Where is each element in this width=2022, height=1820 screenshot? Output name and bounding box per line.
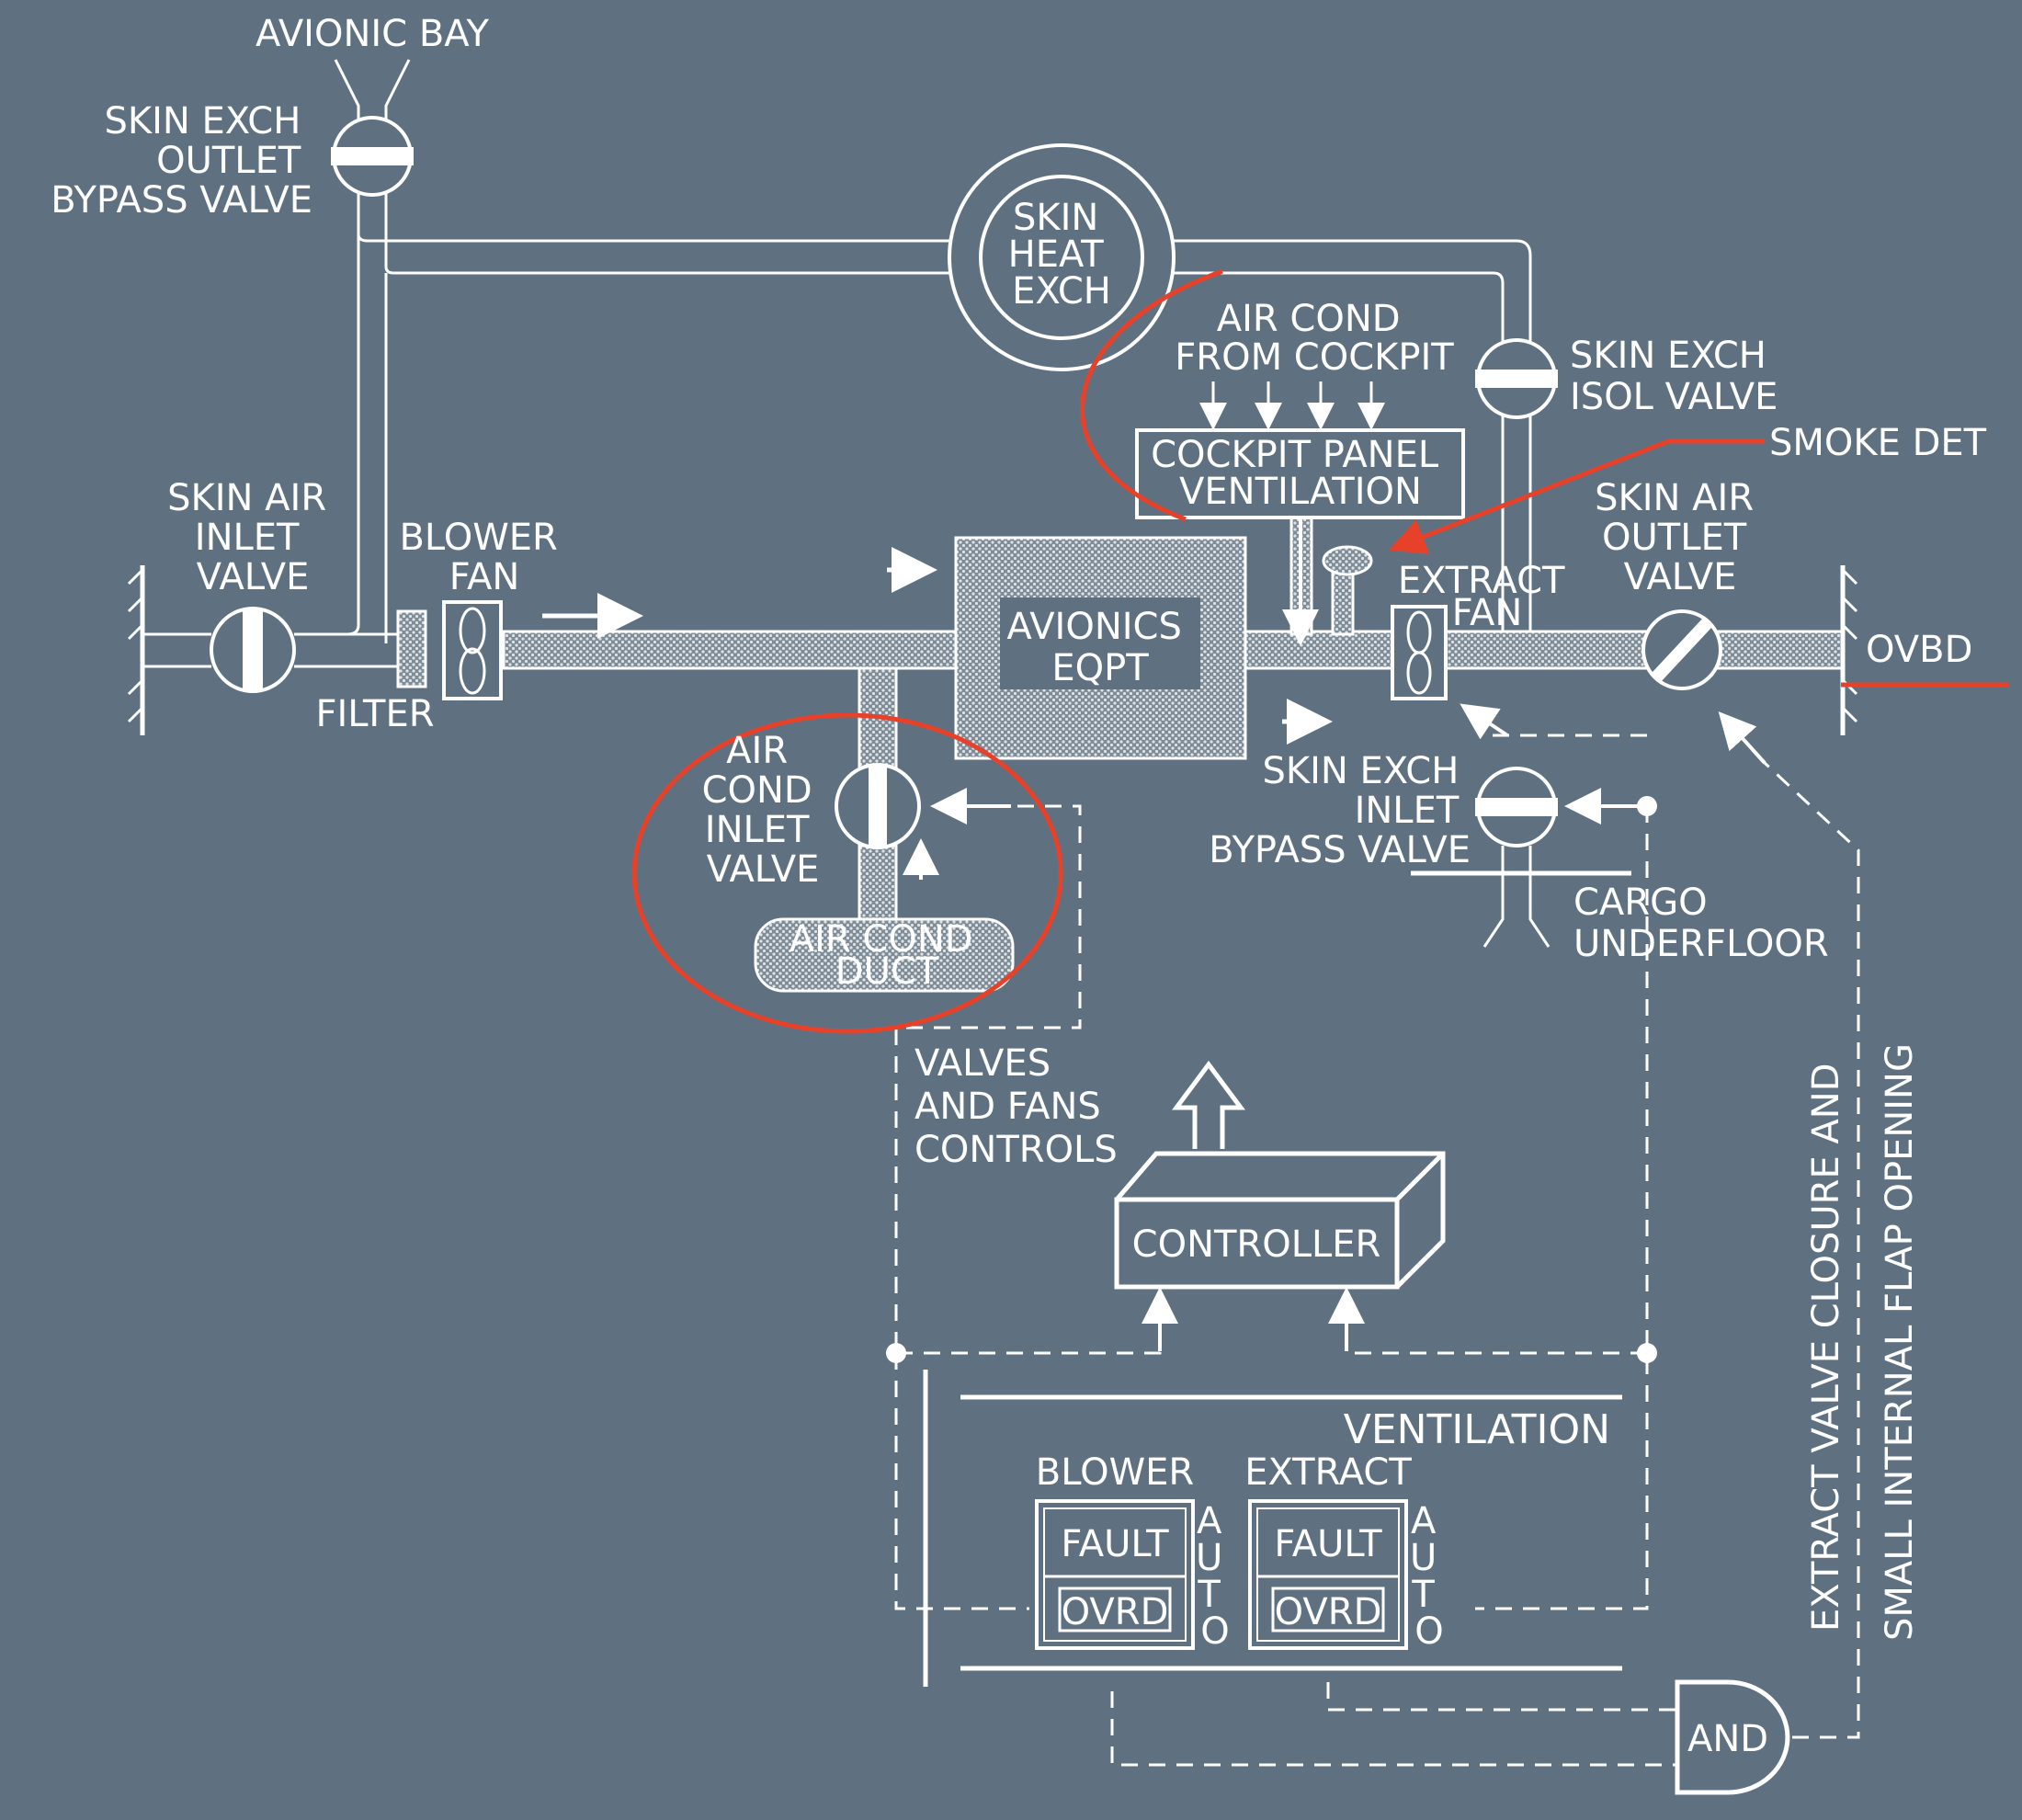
upper-loop-duct bbox=[326, 184, 1532, 643]
avionic-bay-label: AVIONIC BAY bbox=[256, 13, 490, 55]
skin-air-inlet-valve bbox=[210, 607, 296, 693]
ventilation-label: VENTILATION bbox=[1344, 1406, 1610, 1453]
blower-fan-label: BLOWER FAN bbox=[399, 517, 569, 598]
vertical-note-line-2: SMALL INTERNAL FLAP OPENING bbox=[1879, 1043, 1921, 1641]
and-gate bbox=[1675, 1679, 1790, 1795]
vertical-note-line-1: EXTRACT VALVE CLOSURE AND bbox=[1805, 1063, 1847, 1632]
air-cond-inlet-valve bbox=[835, 763, 939, 880]
skin-heat-exch-label: SKIN HEAT EXCH bbox=[1008, 197, 1116, 313]
extract-fan-label: EXTRACT FAN bbox=[1398, 560, 1576, 634]
extract-fault-light: FAULT bbox=[1274, 1523, 1382, 1565]
red-annotations bbox=[631, 268, 2008, 1034]
avionics-eqpt-label: AVIONICS EQPT bbox=[1006, 606, 1193, 689]
controller bbox=[1114, 1060, 1446, 1290]
extract-ovrd-label: OVRD bbox=[1275, 1591, 1382, 1633]
skin-exch-inlet-bypass-label: SKIN EXCH INLET BYPASS VALVE bbox=[1209, 750, 1471, 871]
skin-exch-outlet-bypass-valve bbox=[331, 116, 414, 197]
extract-fan bbox=[1391, 605, 1448, 700]
ventilation-panel bbox=[923, 1370, 1622, 1687]
filter bbox=[396, 609, 427, 688]
blower-auto-label: A U T O bbox=[1196, 1500, 1234, 1653]
skin-exch-outlet-bypass-label: SKIN EXCH OUTLET BYPASS VALVE bbox=[51, 100, 312, 222]
blower-ovrd-label: OVRD bbox=[1062, 1591, 1169, 1633]
air-cond-inlet-label: AIR COND INLET VALVE bbox=[702, 730, 824, 891]
valves-fans-controls-label: VALVES AND FANS CONTROLS bbox=[914, 1042, 1118, 1171]
skin-exch-inlet-bypass-valve bbox=[1411, 767, 1631, 948]
cargo-underfloor-label: CARGO UNDERFLOOR bbox=[1573, 882, 1829, 965]
filter-label: FILTER bbox=[315, 693, 434, 735]
skin-air-inlet-label: SKIN AIR INLET VALVE bbox=[167, 477, 338, 598]
blower-label: BLOWER bbox=[1036, 1451, 1194, 1494]
blower-fan bbox=[442, 600, 503, 700]
cockpit-panel-vent-label: COCKPIT PANEL VENTILATION bbox=[1151, 434, 1450, 513]
air-cond-duct-label: AIR COND DUCT bbox=[789, 918, 985, 993]
skin-exch-isol-valve bbox=[1475, 338, 1558, 419]
air-cond-from-cockpit-label: AIR COND FROM COCKPIT bbox=[1175, 298, 1454, 379]
skin-air-outlet-label: SKIN AIR OUTLET VALVE bbox=[1595, 477, 1766, 598]
labels: AVIONIC BAY SKIN EXCH OUTLET BYPASS VALV… bbox=[51, 13, 1986, 1760]
extract-label: EXTRACT bbox=[1244, 1451, 1412, 1494]
skin-air-outlet-valve bbox=[1641, 609, 1722, 690]
extract-pushbutton[interactable] bbox=[1248, 1499, 1408, 1650]
control-lines bbox=[886, 703, 1860, 1767]
blower-fault-light: FAULT bbox=[1061, 1523, 1169, 1565]
controller-label: CONTROLLER bbox=[1132, 1223, 1381, 1266]
air-cond-duct bbox=[754, 917, 1015, 993]
ovbd-label: OVBD bbox=[1866, 629, 1972, 671]
extract-auto-label: A U T O bbox=[1410, 1500, 1448, 1653]
avionics-eqpt bbox=[887, 536, 1333, 760]
smoke-detector bbox=[1322, 545, 1373, 576]
skin-heat-exchanger bbox=[948, 143, 1176, 371]
left-bulkhead bbox=[127, 565, 400, 735]
right-bulkhead bbox=[1840, 565, 1858, 735]
skin-exch-isol-label: SKIN EXCH ISOL VALVE bbox=[1570, 335, 1778, 418]
cockpit-panel-ventilation bbox=[1135, 381, 1465, 646]
blower-pushbutton[interactable] bbox=[1035, 1499, 1195, 1650]
avionic-bay-inlet bbox=[334, 59, 411, 119]
and-gate-label: AND bbox=[1687, 1718, 1768, 1760]
smoke-det-label: SMOKE DET bbox=[1769, 422, 1987, 464]
